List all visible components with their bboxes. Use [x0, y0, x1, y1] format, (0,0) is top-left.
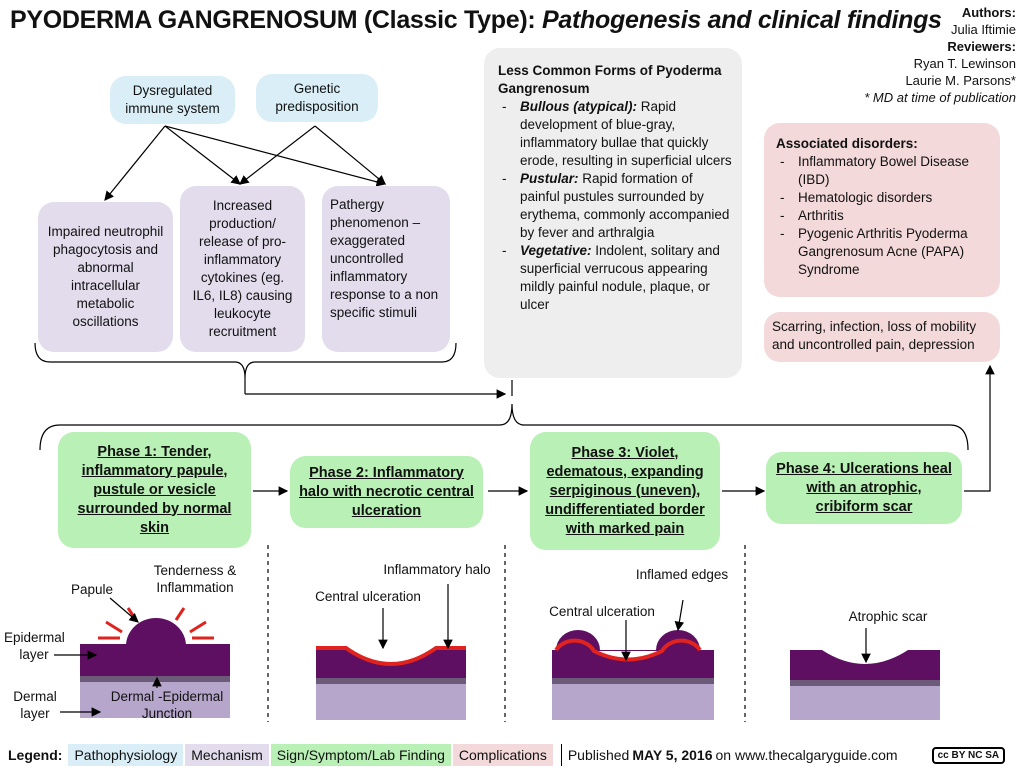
- legend-pathophysiology: Pathophysiology: [68, 744, 184, 766]
- label-inflammatory-halo: Inflammatory halo: [383, 562, 491, 577]
- list-item: Pyogenic Arthritis Pyoderma Gangrenosum …: [776, 225, 990, 279]
- title-sub: Pathogenesis and clinical findings: [542, 6, 942, 34]
- form-description: Rapid development of blue-gray, inflamma…: [520, 99, 732, 168]
- legend-divider: [560, 744, 562, 766]
- cause-genetic-predisposition: Genetic predisposition: [256, 74, 378, 122]
- label-tenderness: Tenderness & Inflammation: [153, 563, 237, 595]
- label-dermal-epidermal-junction: Dermal -Epidermal Junction: [110, 689, 224, 721]
- mechanism-neutrophil-text: Impaired neutrophil phagocytosis and abn…: [47, 224, 164, 329]
- phase-1-skin-diagram: [54, 597, 230, 718]
- label-papule: Papule: [70, 582, 114, 597]
- published-prefix: Published: [567, 747, 630, 763]
- phase-2-box: Phase 2: Inflammatory halo with necrotic…: [290, 456, 483, 528]
- legend-mechanism: Mechanism: [185, 744, 269, 766]
- label-atrophic-scar: Atrophic scar: [848, 609, 928, 624]
- phase-3-box: Phase 3: Violet, edematous, expanding se…: [530, 432, 720, 550]
- page-title: PYODERMA GANGRENOSUM (Classic Type): Pat…: [10, 6, 942, 35]
- author-name: Julia Iftimie: [950, 22, 1016, 37]
- cause-immune-text: Dysregulated immune system: [125, 83, 220, 116]
- phase-4-box: Phase 4: Ulcerations heal with an atroph…: [766, 452, 962, 524]
- reviewer-name: Laurie M. Parsons*: [905, 73, 1016, 88]
- form-description: Rapid formation of painful pustules surr…: [520, 171, 730, 240]
- list-item: Arthritis: [776, 207, 990, 225]
- list-item: Hematologic disorders: [776, 189, 990, 207]
- list-item: Inflammatory Bowel Disease (IBD): [776, 153, 990, 189]
- credits-note: * MD at time of publication: [864, 90, 1016, 105]
- associated-list: Inflammatory Bowel Disease (IBD) Hematol…: [776, 153, 990, 279]
- cause-immune-dysregulation: Dysregulated immune system: [110, 76, 235, 124]
- cc-license-icon: cc BY NC SA: [931, 746, 1006, 764]
- complications-text: Scarring, infection, loss of mobility an…: [772, 319, 977, 352]
- phase-2-text: Phase 2: Inflammatory halo with necrotic…: [299, 464, 474, 519]
- list-item: Bullous (atypical): Rapid development of…: [498, 98, 732, 170]
- mechanism-cytokines-text: Increased production/ release of pro-inf…: [192, 198, 293, 339]
- label-epidermal-layer: Epidermal layer: [4, 630, 65, 662]
- phase-4-skin-diagram: [790, 628, 940, 720]
- label-dermal-layer: Dermal layer: [13, 689, 57, 721]
- complications-box: Scarring, infection, loss of mobility an…: [764, 312, 1000, 362]
- credits: Authors: Julia Iftimie Reviewers: Ryan T…: [864, 4, 1016, 106]
- form-term: Bullous (atypical):: [520, 99, 638, 114]
- less-common-heading: Less Common Forms of Pyoderma Gangrenosu…: [498, 63, 722, 96]
- cause-genetic-text: Genetic predisposition: [275, 81, 359, 114]
- label-central-ulceration: Central ulceration: [549, 604, 655, 619]
- legend-label: Legend:: [8, 747, 63, 763]
- less-common-forms-box: Less Common Forms of Pyoderma Gangrenosu…: [484, 48, 742, 378]
- title-main: PYODERMA GANGRENOSUM (Classic Type):: [10, 6, 536, 34]
- phase-3-text: Phase 3: Violet, edematous, expanding se…: [545, 444, 705, 537]
- mechanism-neutrophil: Impaired neutrophil phagocytosis and abn…: [38, 202, 173, 352]
- label-inflamed-edges: Inflamed edges: [635, 567, 729, 582]
- associated-disorders-box: Associated disorders: Inflammatory Bowel…: [764, 123, 1000, 297]
- mechanism-cytokines: Increased production/ release of pro-inf…: [180, 186, 305, 352]
- form-term: Pustular:: [520, 171, 579, 186]
- list-item: Vegetative: Indolent, solitary and super…: [498, 242, 732, 314]
- mechanism-pathergy-text: Pathergy phenomenon – exaggerated uncont…: [330, 197, 439, 320]
- form-term: Vegetative:: [520, 243, 592, 258]
- less-common-list: Bullous (atypical): Rapid development of…: [498, 98, 732, 314]
- legend-complications: Complications: [452, 744, 553, 766]
- phase-1-box: Phase 1: Tender, inflammatory papule, pu…: [58, 432, 251, 548]
- mechanism-pathergy: Pathergy phenomenon – exaggerated uncont…: [322, 186, 450, 352]
- phase-2-skin-diagram: [316, 584, 466, 720]
- list-item: Pustular: Rapid formation of painful pus…: [498, 170, 732, 242]
- label-central-ulceration: Central ulceration: [315, 589, 421, 604]
- reviewer-name: Ryan T. Lewinson: [913, 56, 1016, 71]
- legend-bar: Legend: Pathophysiology Mechanism Sign/S…: [0, 742, 1024, 768]
- published-date: MAY 5, 2016: [632, 747, 713, 763]
- phase-3-skin-diagram: [552, 599, 714, 720]
- phase-1-text: Phase 1: Tender, inflammatory papule, pu…: [77, 443, 232, 536]
- phase-4-text: Phase 4: Ulcerations heal with an atroph…: [776, 460, 952, 515]
- authors-label: Authors:: [961, 5, 1016, 20]
- legend-sign-symptom: Sign/Symptom/Lab Finding: [270, 744, 451, 766]
- reviewers-label: Reviewers:: [947, 39, 1016, 54]
- published-suffix: on www.thecalgaryguide.com: [715, 747, 898, 763]
- form-description: Indolent, solitary and superficial verru…: [520, 243, 720, 312]
- associated-heading: Associated disorders:: [776, 136, 918, 151]
